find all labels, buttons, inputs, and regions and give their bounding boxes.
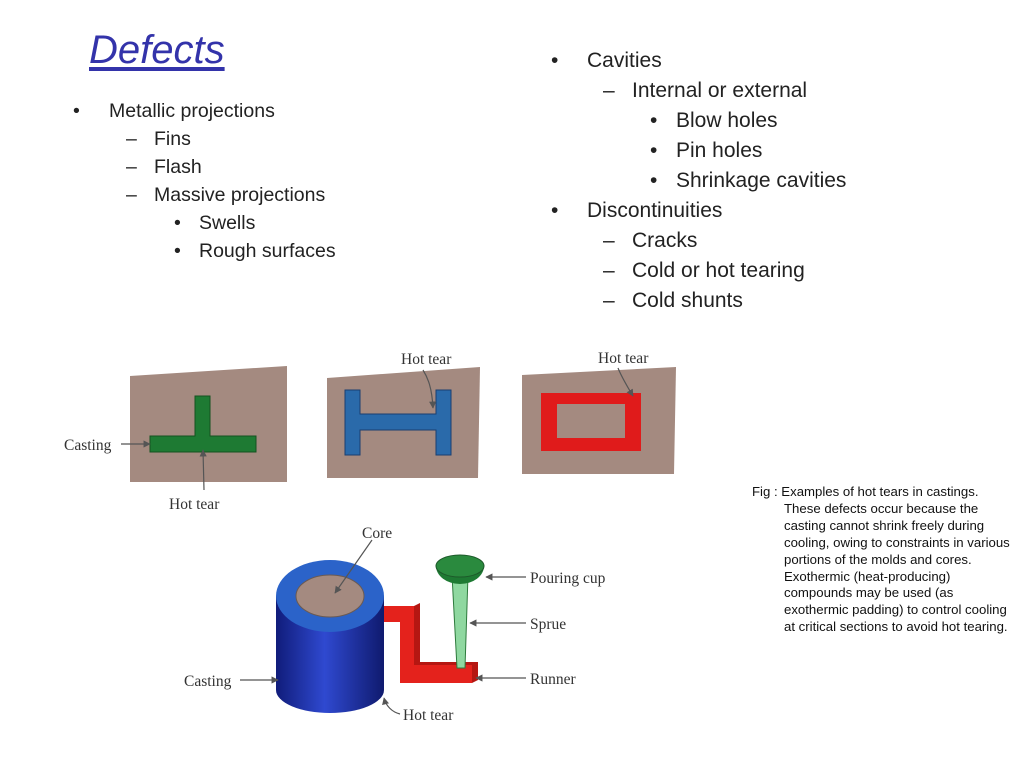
list-item-text: Swells xyxy=(199,212,256,234)
list-item-text: Shrinkage cavities xyxy=(676,169,847,192)
bullet-marker: – xyxy=(126,128,137,150)
list-item: –Flash xyxy=(70,153,336,181)
list-item-text: Fins xyxy=(154,128,191,150)
list-item: • Rough surfaces xyxy=(70,237,336,265)
hot-tear-label: Hot tear xyxy=(169,496,220,513)
bullet-marker: • xyxy=(650,169,658,192)
bullet-marker: – xyxy=(603,79,615,102)
list-item: • Shrinkage cavities xyxy=(548,166,846,196)
hot-tear-arrow xyxy=(382,697,401,715)
bullet-marker: – xyxy=(126,184,137,206)
list-item: –Internal or external xyxy=(548,76,846,106)
mold-panel-i: Hot tear xyxy=(327,351,480,478)
right-bullet-list: •Cavities–Internal or external•Blow hole… xyxy=(548,46,846,316)
list-item: –Cold or hot tearing xyxy=(548,256,846,286)
list-item-text: Metallic projections xyxy=(109,100,275,122)
list-item-text: Massive projections xyxy=(154,184,326,206)
list-item-text: Flash xyxy=(154,156,202,178)
bullet-marker: – xyxy=(126,156,137,178)
list-item-text: Cracks xyxy=(632,229,698,252)
figure-caption: Fig : Examples of hot tears in castings.… xyxy=(752,484,1010,635)
list-item: • Swells xyxy=(70,209,336,237)
bullet-marker: – xyxy=(603,259,615,282)
box-casting-cavity xyxy=(557,404,625,438)
list-item: • Blow holes xyxy=(548,106,846,136)
list-item-text: Rough surfaces xyxy=(199,240,336,262)
list-item: –Cracks xyxy=(548,226,846,256)
list-item-text: Pin holes xyxy=(676,139,763,162)
casting-label: Casting xyxy=(64,437,112,454)
list-item: • Metallic projections xyxy=(70,97,336,125)
hot-tear-arrow xyxy=(617,367,634,397)
bullet-marker: • xyxy=(551,199,559,222)
list-item-text: Cavities xyxy=(587,49,662,72)
sprue-shape xyxy=(451,574,469,669)
mold-panel-t: Casting Hot tear xyxy=(64,366,287,513)
hot-tear-arrow xyxy=(422,369,437,409)
left-bullet-list: •Metallic projections–Fins–Flash–Massive… xyxy=(70,97,336,265)
bullet-marker: • xyxy=(73,100,80,122)
pouring-cup-rim xyxy=(435,554,485,578)
list-item-text: Blow holes xyxy=(676,109,778,132)
hot-tear-label: Hot tear xyxy=(401,351,452,368)
bullet-marker: • xyxy=(551,49,559,72)
list-item: • Cavities xyxy=(548,46,846,76)
cylinder-casting-assembly: Core Pouring cup Sprue Runner Casting Ho… xyxy=(184,525,606,724)
hot-tear-label: Hot tear xyxy=(598,350,649,367)
hot-tear-arrow xyxy=(199,449,207,491)
i-casting-shape xyxy=(344,389,452,456)
runner-shape xyxy=(378,606,472,683)
list-item: –Massive projections xyxy=(70,181,336,209)
list-item-text: Discontinuities xyxy=(587,199,723,222)
runner-label: Runner xyxy=(530,671,576,688)
slide-title: Defects xyxy=(89,28,225,72)
core-shape xyxy=(295,574,365,618)
core-label: Core xyxy=(362,525,392,542)
casting-label: Casting xyxy=(184,673,232,690)
list-item-text: Cold shunts xyxy=(632,289,743,312)
bullet-marker: • xyxy=(650,139,658,162)
list-item-text: Cold or hot tearing xyxy=(632,259,805,282)
sprue-label: Sprue xyxy=(530,616,566,633)
pouring-cup-label: Pouring cup xyxy=(530,570,606,587)
bullet-marker: • xyxy=(650,109,658,132)
list-item: –Cold shunts xyxy=(548,286,846,316)
list-item: • Pin holes xyxy=(548,136,846,166)
t-casting-shape xyxy=(149,395,257,453)
bullet-marker: – xyxy=(603,289,615,312)
hot-tear-label: Hot tear xyxy=(403,707,454,724)
core-arrow xyxy=(334,539,373,594)
bullet-marker: • xyxy=(174,240,181,262)
bullet-marker: • xyxy=(174,212,181,234)
bullet-marker: – xyxy=(603,229,615,252)
mold-panel-box: Hot tear xyxy=(522,350,676,474)
list-item: • Discontinuities xyxy=(548,196,846,226)
list-item-text: Internal or external xyxy=(632,79,808,102)
list-item: –Fins xyxy=(70,125,336,153)
